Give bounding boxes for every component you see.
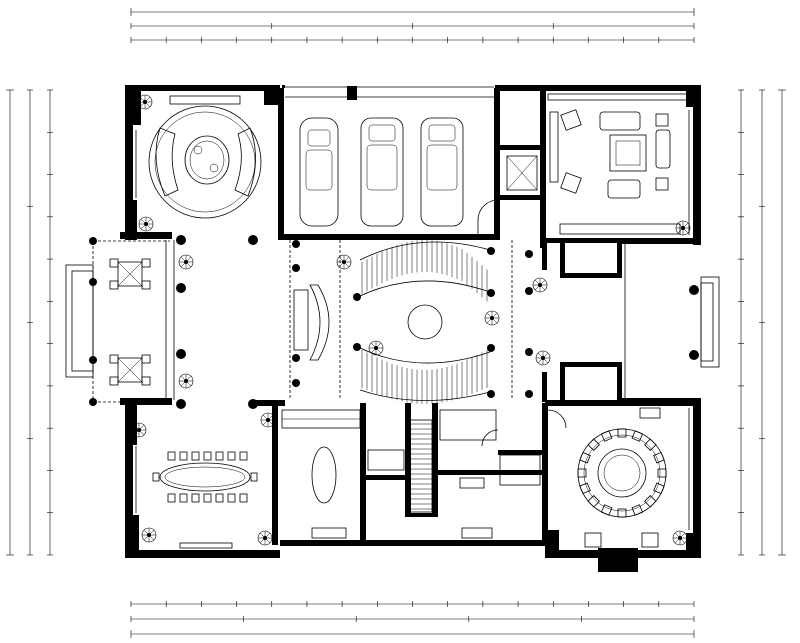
lower-center-rooms <box>281 409 567 539</box>
elevator <box>506 155 538 191</box>
plant-icon <box>535 350 551 366</box>
top-dimensions <box>130 8 695 43</box>
long-dining-table <box>152 451 258 549</box>
plant-icon <box>484 310 500 326</box>
right-bay <box>624 244 720 398</box>
plant-icon <box>141 527 157 543</box>
left-sunroom <box>65 240 170 403</box>
plant-icon <box>131 422 147 438</box>
right-dimensions <box>738 89 786 556</box>
plant-icon <box>257 530 273 546</box>
plant-icon <box>336 254 352 270</box>
plant-icon <box>532 277 548 293</box>
plant-icon <box>675 220 691 236</box>
car-2 <box>360 117 404 227</box>
plant-icon <box>368 340 384 356</box>
interior-walls <box>89 88 700 545</box>
garage <box>299 117 499 234</box>
round-lounge <box>148 95 262 219</box>
plant-icon <box>178 254 194 270</box>
top-right-living-room <box>547 93 694 235</box>
small-dining-set-bottom <box>109 354 151 386</box>
car-1 <box>299 117 339 227</box>
plant-icon <box>137 94 153 110</box>
plant-icon <box>260 412 276 428</box>
car-3 <box>420 117 464 227</box>
left-dimensions <box>6 89 53 556</box>
plant-icon <box>672 530 688 546</box>
bottom-dimensions <box>130 601 695 638</box>
plant-icon <box>138 216 154 232</box>
plant-icon <box>178 373 194 389</box>
plants <box>131 94 691 546</box>
small-dining-set-top <box>109 258 151 290</box>
windows <box>127 86 698 554</box>
grand-staircase <box>165 240 513 404</box>
round-banquet-table <box>577 407 667 548</box>
